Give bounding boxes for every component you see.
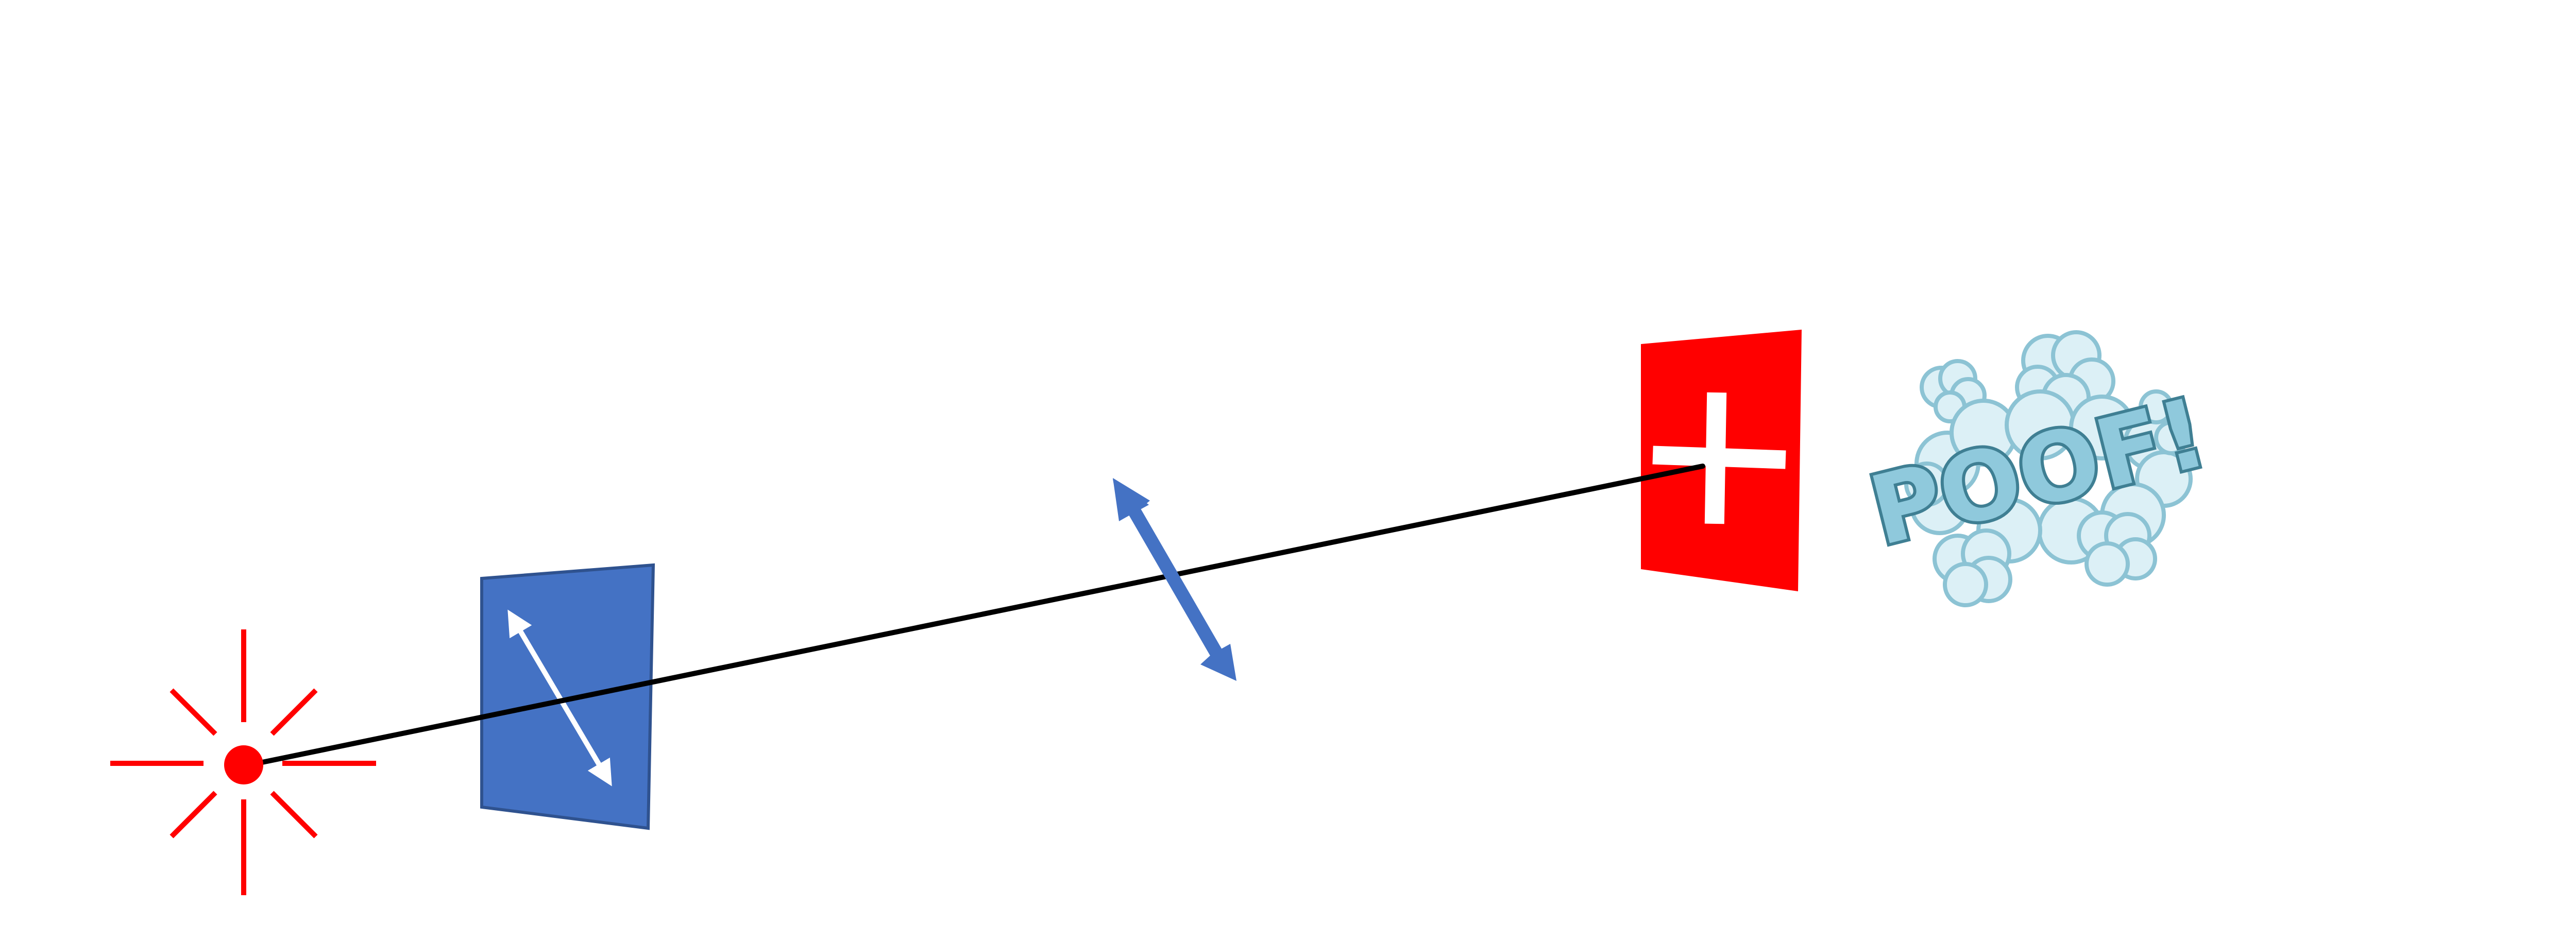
analyzer-plus-horizontal [1652, 446, 1786, 469]
cross-target-icon [1641, 330, 1802, 591]
poof-clouds [1904, 330, 2193, 607]
polarizer-plate [480, 563, 655, 830]
polarizer-axis-arrow [507, 609, 612, 787]
polarization-arrow-head-bottom [1200, 644, 1236, 681]
polarization-arrow-shaft [1118, 491, 1226, 663]
burst-ray-dl [170, 791, 217, 839]
double-headed-arrow-icon [1113, 478, 1236, 681]
poof-cloud-icon: POOF! [1857, 330, 2220, 607]
burst-ray-dr [270, 791, 318, 839]
light-source-dot [224, 745, 263, 784]
burst-ray-ul [170, 688, 217, 736]
polarization-arrow-head-top-main [1113, 478, 1150, 521]
polarizer-filter-icon [480, 563, 655, 830]
light-beam [240, 464, 1705, 769]
burst-ray-ur [270, 688, 318, 736]
light-burst-icon [110, 629, 376, 895]
